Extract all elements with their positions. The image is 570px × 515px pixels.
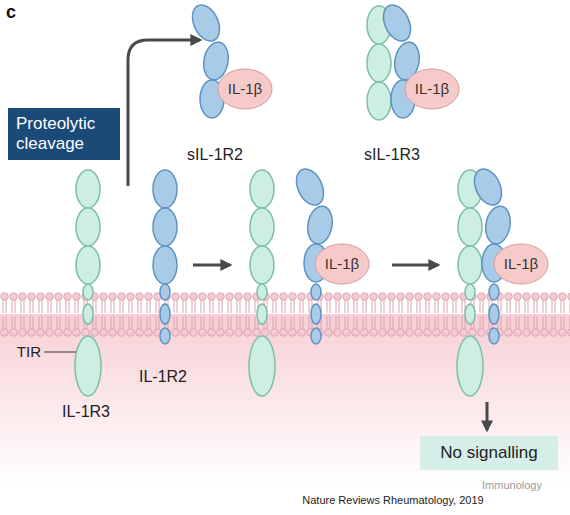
process-box: Proteolytic cleavage [8, 108, 120, 160]
node-text: Proteolytic cleavage [16, 114, 112, 153]
ligand-ellipse: IL-1β [217, 68, 273, 110]
step-arrow [392, 264, 438, 267]
ligand-ellipse: IL-1β [404, 68, 460, 110]
molecule-label: sIL-1R2 [187, 146, 243, 164]
il1r2-receptor [153, 170, 177, 344]
ellipse-shape [315, 244, 369, 284]
ellipse-shape [494, 244, 548, 284]
il1r3-receptor [249, 170, 275, 396]
domain-label: TIR [17, 344, 41, 361]
ellipse-shape [405, 69, 459, 109]
watermark: Immunology [482, 479, 542, 491]
il1r3-receptor [75, 170, 101, 396]
ligand-ellipse: IL-1β [493, 243, 549, 285]
ellipse-shape [218, 69, 272, 109]
node-text: No signalling [440, 443, 537, 463]
panel-letter: c [6, 3, 16, 23]
cleavage-arrow [128, 40, 200, 186]
node-text: IL-1β [415, 80, 449, 97]
node-text: IL-1β [228, 80, 262, 97]
node-text: IL-1β [504, 255, 538, 272]
down-arrow [486, 402, 489, 430]
receptor-label: IL-1R2 [139, 368, 187, 386]
step-arrow [193, 264, 230, 267]
ligand-ellipse: IL-1β [314, 243, 370, 285]
node-text: IL-1β [325, 255, 359, 272]
source-credit: Nature Reviews Rheumatology, 2019 [302, 494, 483, 506]
receptor-label: IL-1R3 [62, 403, 110, 421]
molecule-label: sIL-1R3 [364, 146, 420, 164]
il1r3-receptor [457, 170, 483, 396]
outcome-box: No signalling [420, 436, 558, 470]
leader-line [44, 352, 76, 353]
